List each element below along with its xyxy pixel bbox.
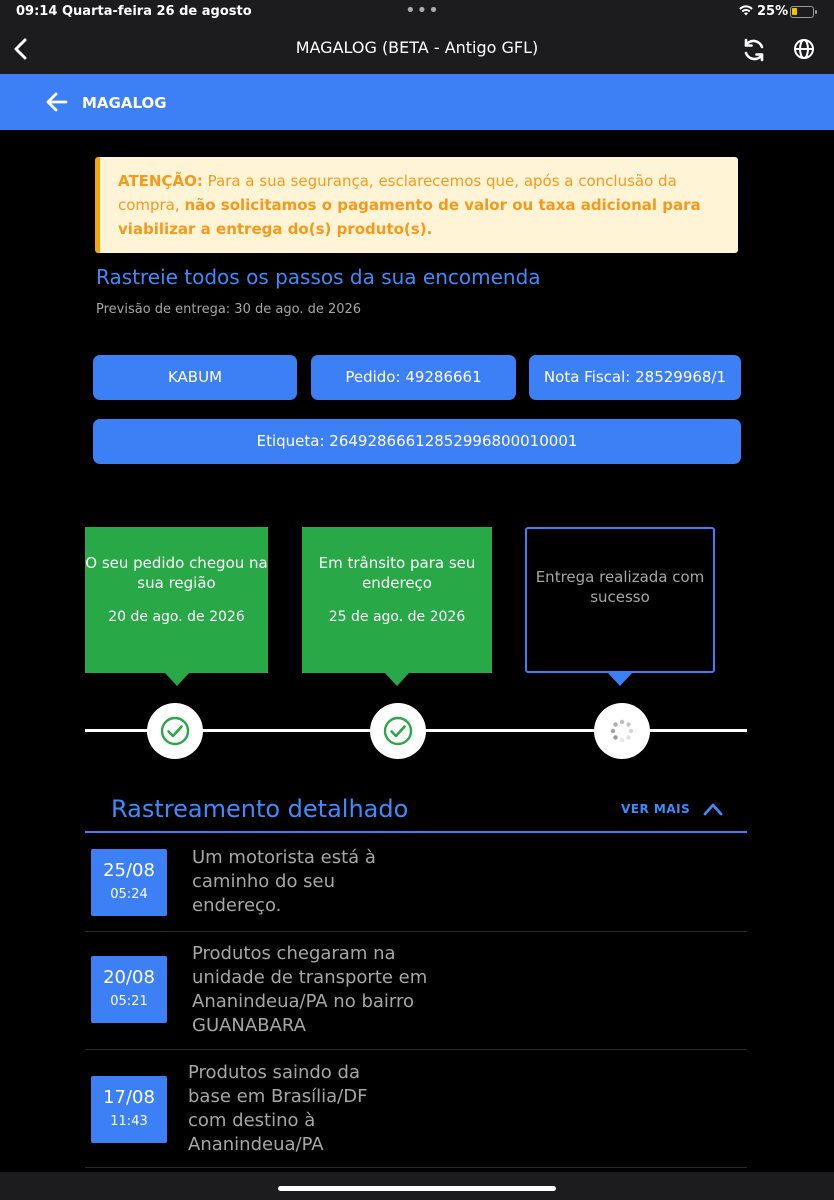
detail-divider (85, 831, 747, 833)
step-date: 20 de ago. de 2026 (108, 609, 245, 625)
event-text: Produtos saindo da base em Brasília/DF c… (188, 1062, 368, 1155)
event-date: 20/08 (103, 967, 155, 988)
step-text: O seu pedido chegou na sua região (85, 554, 268, 592)
loading-spinner-icon (594, 703, 650, 759)
see-more-link[interactable]: VER MAIS (621, 802, 691, 816)
check-circle-icon (370, 703, 426, 759)
delivery-forecast: Previsão de entrega: 30 de ago. de 2026 (96, 302, 362, 317)
multitasking-dots-icon[interactable]: ••• (405, 0, 440, 21)
event-date: 17/08 (103, 1087, 155, 1108)
event-date-badge: 20/08 05:21 (91, 956, 167, 1023)
security-notice: ATENÇÃO: Para a sua segurança, esclarece… (95, 157, 738, 253)
order-pill: Pedido: 49286661 (311, 355, 516, 400)
tracking-title: Rastreie todos os passos da sua encomend… (96, 265, 541, 289)
globe-icon[interactable] (792, 37, 816, 61)
event-time: 05:21 (110, 994, 148, 1009)
app-bar-title: MAGALOG (82, 94, 167, 112)
step-text: Em trânsito para seu endereço (318, 554, 476, 592)
battery-percentage: 25% (757, 4, 789, 19)
event-text: Produtos chegaram na unidade de transpor… (192, 943, 428, 1036)
browser-nav-bar: MAGALOG (BETA - Antigo GFL) (0, 24, 834, 74)
check-circle-icon (147, 703, 203, 759)
invoice-pill: Nota Fiscal: 28529968/1 (529, 355, 741, 400)
battery-icon (790, 6, 817, 18)
chevron-left-icon[interactable] (10, 36, 34, 62)
status-bar: 09:14 Quarta-feira 26 de agosto ••• 25% (0, 0, 834, 24)
wifi-icon (738, 4, 754, 20)
event-time: 11:43 (110, 1114, 148, 1129)
status-date: Quarta-feira 26 de agosto (62, 4, 252, 19)
chevron-up-icon[interactable] (702, 800, 724, 818)
notice-prefix: ATENÇÃO: (118, 172, 203, 190)
notice-emphasis: não solicitamos o pagamento de valor ou … (118, 196, 701, 238)
step-date: 25 de ago. de 2026 (328, 609, 466, 625)
step-card-transit: Em trânsito para seu endereço 25 de ago.… (302, 527, 492, 686)
status-time: 09:14 (16, 4, 58, 19)
event-text: Um motorista está à caminho do seu ender… (192, 847, 376, 916)
event-time: 05:24 (110, 887, 148, 902)
step-card-region: O seu pedido chegou na sua região 20 de … (85, 527, 268, 686)
list-item: 17/08 11:43 Produtos saindo da base em B… (85, 1050, 747, 1168)
store-pill: KABUM (93, 355, 297, 400)
step-text: Entrega realizada com sucesso (535, 568, 705, 606)
page-title: MAGALOG (BETA - Antigo GFL) (295, 38, 539, 57)
notice-text: Para a sua segurança, esclarecemos que, … (118, 172, 677, 214)
app-bar: MAGALOG (0, 74, 834, 130)
step-card-delivered: Entrega realizada com sucesso (525, 527, 715, 686)
home-bar (0, 1172, 834, 1200)
event-date: 25/08 (103, 860, 155, 881)
event-date-badge: 25/08 05:24 (91, 849, 167, 916)
list-item: 25/08 05:24 Um motorista está à caminho … (85, 834, 747, 932)
arrow-left-icon[interactable] (44, 90, 70, 114)
list-item: 20/08 05:21 Produtos chegaram na unidade… (85, 932, 747, 1050)
reload-icon[interactable] (740, 36, 768, 64)
event-date-badge: 17/08 11:43 (91, 1076, 167, 1143)
detail-title: Rastreamento detalhado (111, 795, 409, 823)
home-indicator[interactable] (278, 1186, 556, 1191)
label-pill: Etiqueta: 26492866612852996800010001 (93, 419, 741, 464)
